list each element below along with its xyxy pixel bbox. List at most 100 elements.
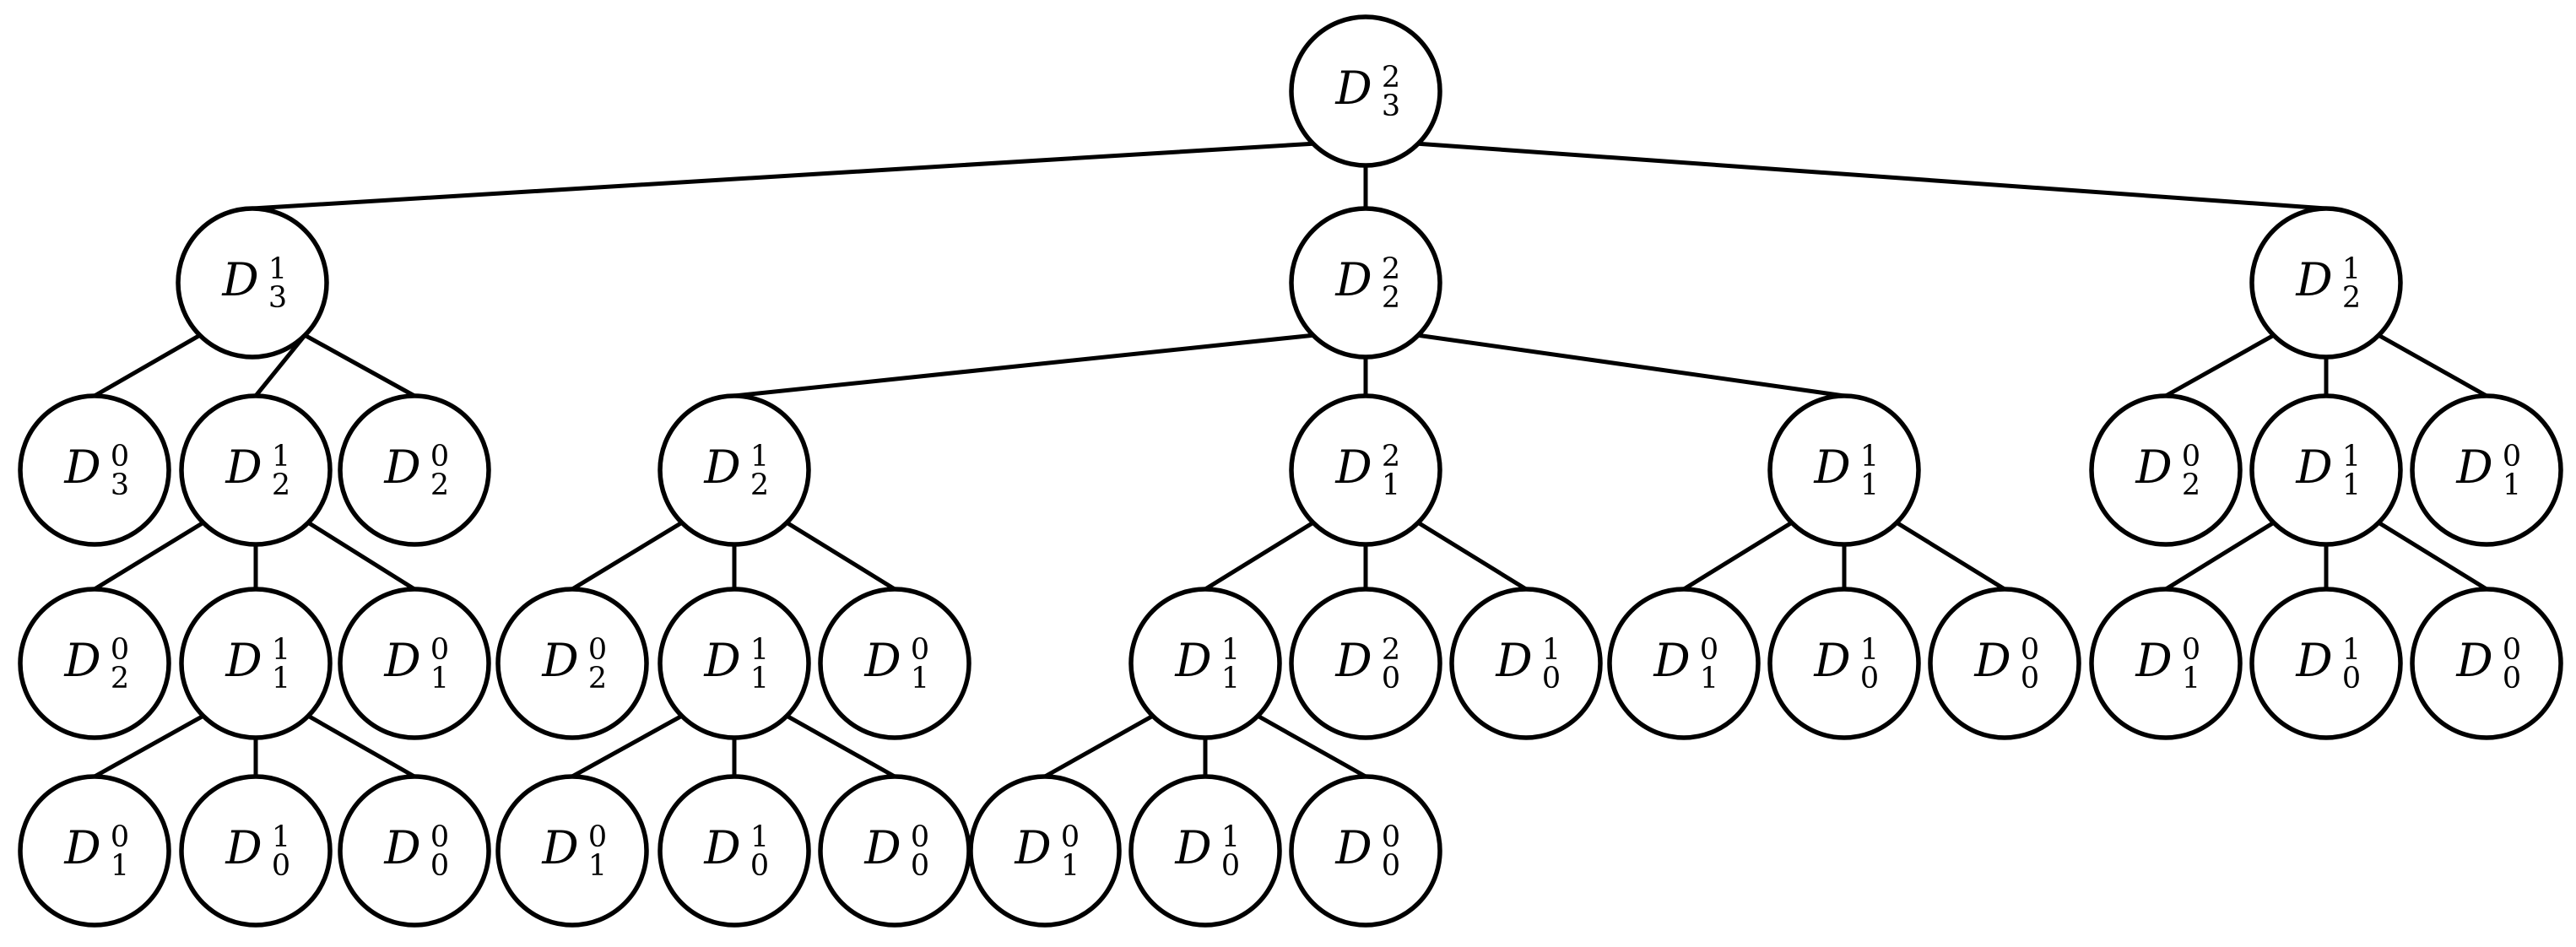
tree-edge	[2376, 520, 2489, 592]
node-circle	[179, 393, 333, 547]
node-label-subscript: 0	[1221, 849, 1240, 883]
node-circle	[338, 774, 491, 928]
node-label-superscript: 0	[911, 820, 929, 854]
node-label-base: D	[541, 634, 578, 687]
tree-edge	[1894, 520, 2007, 592]
node-label-superscript: 1	[272, 820, 290, 854]
node-label-base: D	[1334, 634, 1372, 687]
node-label-subscript: 0	[1542, 662, 1561, 695]
node-circle	[1289, 393, 1442, 547]
node-label-base: D	[2135, 634, 2172, 687]
node-circle	[1128, 587, 1282, 740]
tree-edge	[1415, 520, 1529, 592]
node-label-superscript: 1	[272, 633, 290, 667]
node-label-base: D	[383, 634, 420, 687]
node-label-superscript: 1	[2342, 252, 2361, 286]
node-label-superscript: 0	[111, 440, 129, 474]
node-label-base: D	[863, 821, 901, 874]
node-label-subscript: 2	[750, 468, 769, 502]
node-circle	[176, 206, 329, 360]
node-circle	[2089, 587, 2243, 740]
node-label-subscript: 3	[1382, 89, 1400, 123]
node-label-base: D	[703, 821, 740, 874]
tree-edge	[306, 520, 417, 592]
node-label-subscript: 0	[1860, 662, 1879, 695]
node-circle	[658, 774, 811, 928]
node-label-superscript: 0	[588, 820, 607, 854]
tree-edge	[1255, 713, 1368, 779]
node-label-superscript: 0	[2182, 633, 2200, 667]
node-label-subscript: 1	[111, 849, 129, 883]
node-label-subscript: 1	[2182, 662, 2200, 695]
node-label-base: D	[221, 253, 258, 306]
node-label-subscript: 0	[2342, 662, 2361, 695]
node-label-subscript: 1	[430, 662, 449, 695]
node-label-subscript: 1	[750, 662, 769, 695]
tree-edge	[570, 713, 685, 779]
node-label-superscript: 1	[750, 440, 769, 474]
node-circle	[1767, 393, 1921, 547]
node-label-base: D	[1174, 821, 1211, 874]
node-label-base: D	[383, 441, 420, 494]
node-label-base: D	[2455, 441, 2492, 494]
node-circle	[1289, 774, 1442, 928]
node-label-subscript: 1	[588, 849, 607, 883]
node-label-base: D	[225, 821, 262, 874]
node-label-subscript: 0	[1382, 662, 1400, 695]
node-label-subscript: 0	[430, 849, 449, 883]
node-circle	[2249, 587, 2403, 740]
node-label-superscript: 0	[430, 820, 449, 854]
node-circle	[1767, 587, 1921, 740]
tree-edge	[92, 520, 206, 592]
node-label-base: D	[1334, 62, 1372, 115]
node-label-subscript: 2	[430, 468, 449, 502]
node-label-superscript: 0	[430, 633, 449, 667]
node-label-base: D	[63, 821, 100, 874]
node-label-base: D	[1813, 441, 1850, 494]
node-label-base: D	[1653, 634, 1690, 687]
node-circle	[658, 587, 811, 740]
node-circle	[179, 774, 333, 928]
tree-edge	[2163, 520, 2276, 592]
node-label-subscript: 2	[111, 662, 129, 695]
node-label-superscript: 1	[1542, 633, 1561, 667]
node-label-subscript: 1	[272, 662, 290, 695]
node-label-superscript: 0	[2503, 440, 2521, 474]
node-label-base: D	[1174, 634, 1211, 687]
node-label-subscript: 0	[1382, 849, 1400, 883]
node-label-base: D	[703, 441, 740, 494]
tree-edge	[302, 333, 417, 398]
node-label-subscript: 3	[268, 281, 287, 315]
node-label-subscript: 0	[272, 849, 290, 883]
node-label-superscript: 1	[750, 633, 769, 667]
tree-edge	[253, 333, 307, 398]
node-circle	[495, 774, 649, 928]
node-circle	[968, 774, 1122, 928]
tree-edge	[1681, 520, 1794, 592]
node-label-subscript: 1	[1860, 468, 1879, 502]
node-label-superscript: 1	[750, 820, 769, 854]
node-label-base: D	[1973, 634, 2010, 687]
node-label-base: D	[1495, 634, 1532, 687]
